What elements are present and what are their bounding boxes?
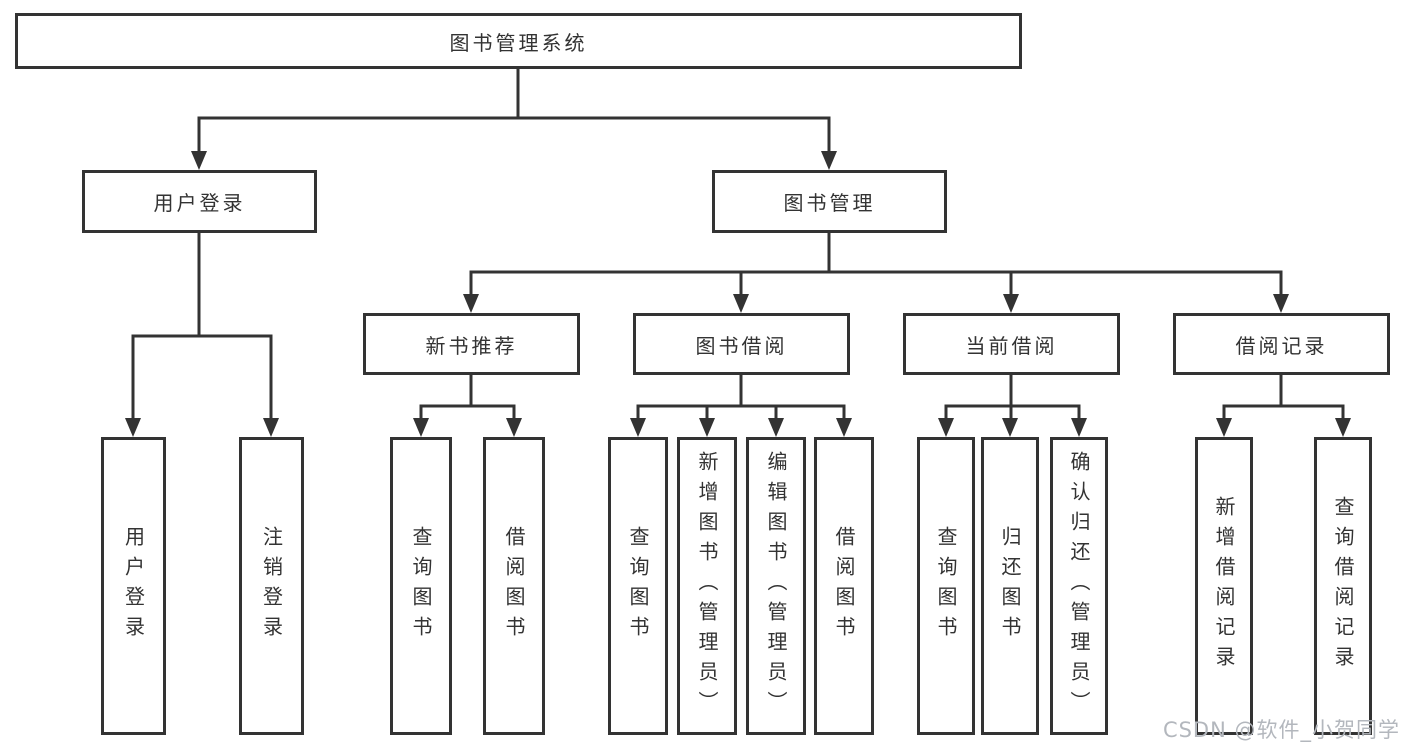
leaf-newbook-borrow-books: 借阅图书: [483, 437, 545, 735]
leaf-user-login: 用户登录: [101, 437, 166, 735]
leaf-borrowing-borrow-books: 借阅图书: [814, 437, 874, 735]
node-borrowing-records: 借阅记录: [1173, 313, 1390, 375]
node-new-book-recommendation: 新书推荐: [363, 313, 580, 375]
arrowheads: [125, 151, 1351, 437]
leaf-borrowing-add-book-admin: 新增图书（管理员）: [677, 437, 737, 735]
node-library-management-system: 图书管理系统: [15, 13, 1022, 69]
leaf-borrowing-edit-book-admin: 编辑图书（管理员）: [746, 437, 806, 735]
node-book-borrowing: 图书借阅: [633, 313, 850, 375]
leaf-current-confirm-return-admin: 确认归还（管理员）: [1050, 437, 1108, 735]
connector-path: [131, 67, 1345, 422]
leaf-borrowing-query-books: 查询图书: [608, 437, 668, 735]
leaf-records-add-borrow-record: 新增借阅记录: [1195, 437, 1253, 735]
node-book-management: 图书管理: [712, 170, 947, 233]
node-user-login: 用户登录: [82, 170, 317, 233]
leaf-current-return-books: 归还图书: [981, 437, 1039, 735]
node-current-borrowing: 当前借阅: [903, 313, 1120, 375]
leaf-logout: 注销登录: [239, 437, 304, 735]
watermark: CSDN @软件_小贺同学: [1162, 718, 1400, 742]
leaf-current-query-books: 查询图书: [917, 437, 975, 735]
leaf-records-query-borrow-record: 查询借阅记录: [1314, 437, 1372, 735]
leaf-newbook-query-books: 查询图书: [390, 437, 452, 735]
